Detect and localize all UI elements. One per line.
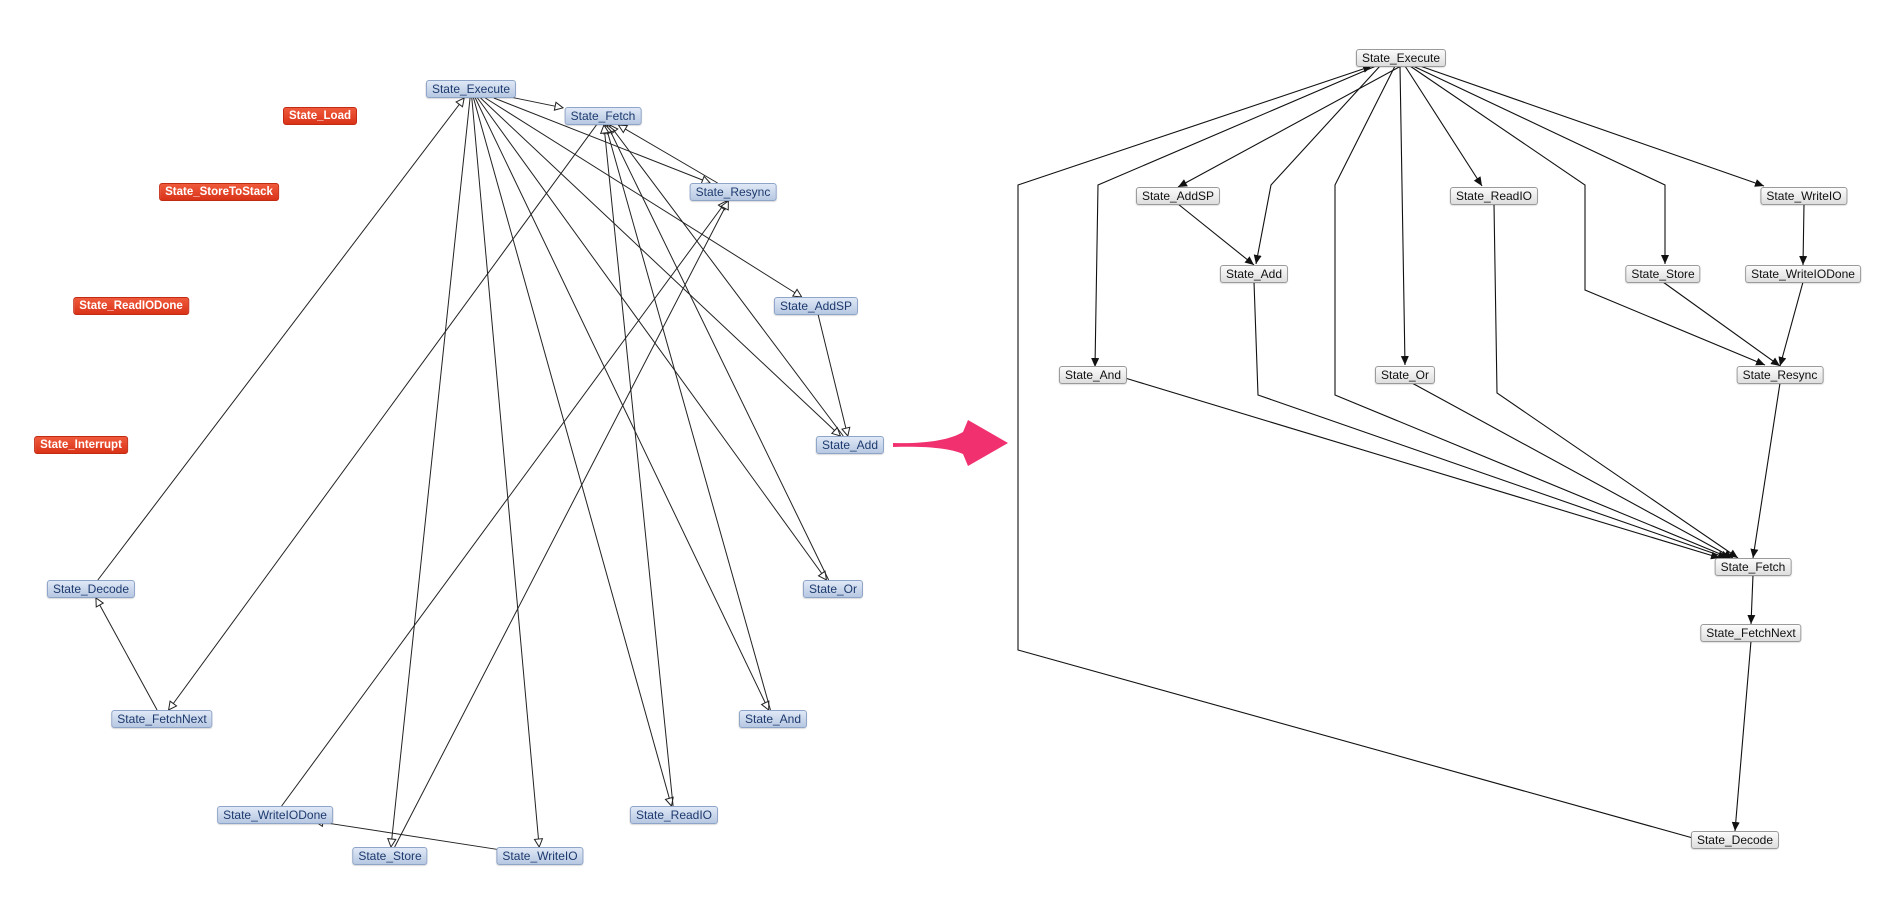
- edge-decode-to-execute: [97, 98, 464, 581]
- edge-execute-to-addsp: [485, 97, 801, 297]
- node-l-decode[interactable]: State_Decode: [46, 580, 136, 598]
- edge-and-to-fetch: [1124, 377, 1721, 560]
- node-l-and[interactable]: State_And: [738, 710, 808, 728]
- edge-add-to-fetch: [610, 125, 844, 437]
- edge-writeio-to-writeiodone: [1799, 203, 1808, 266]
- edge-fetch-to-fetchnext: [1747, 574, 1756, 625]
- edge-execute-to-resync: [493, 97, 710, 183]
- node-l-add[interactable]: State_Add: [815, 436, 885, 454]
- edge-resync-to-fetch: [1750, 382, 1781, 559]
- node-l-readio[interactable]: State_ReadIO: [629, 806, 719, 824]
- edge-addsp-to-add: [1177, 203, 1255, 266]
- edge-execute-to-and: [1091, 65, 1377, 368]
- right-graph-edges: [1017, 65, 1808, 841]
- node-l-writeiodone[interactable]: State_WriteIODone: [217, 806, 333, 824]
- node-r-resync[interactable]: State_Resync: [1736, 366, 1824, 384]
- edge-execute-to-readio: [473, 97, 672, 806]
- node-r-writeiodone[interactable]: State_WriteIODone: [1745, 265, 1861, 283]
- edge-execute-to-readio: [1404, 65, 1483, 187]
- edge-store-to-resync: [394, 201, 729, 848]
- edge-execute-to-add: [1253, 65, 1381, 265]
- edge-execute-to-and: [474, 97, 768, 710]
- left-graph-edges: [96, 96, 848, 851]
- edge-add-to-fetch: [1253, 281, 1728, 559]
- node-r-or[interactable]: State_Or: [1374, 366, 1436, 384]
- edge-store-to-resync: [1662, 281, 1781, 367]
- edge-readio-to-fetch: [1493, 203, 1739, 559]
- node-r-store[interactable]: State_Store: [1625, 265, 1701, 283]
- node-r-readio[interactable]: State_ReadIO: [1449, 187, 1539, 205]
- node-l-fetch[interactable]: State_Fetch: [564, 107, 642, 125]
- edge-fetch-to-fetchnext: [169, 124, 597, 710]
- edge-execute-to-resync: [1409, 65, 1766, 366]
- node-l-load[interactable]: State_Load: [283, 107, 357, 125]
- edge-writeiodone-to-resync: [1778, 281, 1804, 367]
- edge-decode-to-execute: [1017, 65, 1701, 841]
- node-l-store[interactable]: State_Store: [352, 847, 428, 865]
- edge-writeiodone-to-resync: [281, 201, 727, 807]
- node-r-execute[interactable]: State_Execute: [1355, 49, 1447, 67]
- node-l-fetchnext[interactable]: State_FetchNext: [111, 710, 213, 728]
- edge-execute-to-store: [1412, 65, 1669, 264]
- edge-resync-to-fetch: [618, 125, 718, 184]
- edge-fetchnext-to-decode: [1731, 640, 1752, 832]
- edge-execute-to-writeio: [471, 97, 539, 847]
- node-l-storetostack[interactable]: State_StoreToStack: [159, 183, 279, 201]
- edge-readio-to-fetch: [604, 125, 674, 807]
- edge-writeio-to-writeiodone: [315, 821, 501, 851]
- edge-fetchnext-to-decode: [96, 598, 158, 711]
- edge-execute-to-or: [477, 97, 827, 580]
- node-l-or[interactable]: State_Or: [802, 580, 864, 598]
- edge-execute-to-add: [480, 97, 841, 436]
- edge-execute-to-fetch: [1334, 65, 1731, 559]
- node-l-addsp[interactable]: State_AddSP: [773, 297, 859, 315]
- node-l-writeio[interactable]: State_WriteIO: [496, 847, 584, 865]
- edge-addsp-to-add: [817, 314, 848, 436]
- node-r-writeio[interactable]: State_WriteIO: [1760, 187, 1848, 205]
- node-r-addsp[interactable]: State_AddSP: [1135, 187, 1221, 205]
- edge-execute-to-or: [1399, 65, 1409, 366]
- node-r-fetchnext[interactable]: State_FetchNext: [1700, 624, 1802, 642]
- edge-execute-to-store: [391, 97, 471, 847]
- node-r-and[interactable]: State_And: [1058, 366, 1128, 384]
- node-r-fetch[interactable]: State_Fetch: [1714, 558, 1792, 576]
- edge-or-to-fetch: [1411, 382, 1734, 559]
- node-l-resync[interactable]: State_Resync: [689, 183, 777, 201]
- node-l-execute[interactable]: State_Execute: [425, 80, 517, 98]
- node-l-interrupt[interactable]: State_Interrupt: [34, 436, 128, 454]
- node-l-readiodone[interactable]: State_ReadIODone: [73, 297, 189, 315]
- transform-arrow: [893, 420, 1008, 466]
- edge-or-to-fetch: [607, 125, 830, 581]
- edge-and-to-fetch: [606, 125, 771, 711]
- node-r-add[interactable]: State_Add: [1219, 265, 1289, 283]
- node-r-decode[interactable]: State_Decode: [1690, 831, 1780, 849]
- edge-execute-to-fetch: [510, 96, 563, 108]
- edge-execute-to-addsp: [1177, 65, 1402, 188]
- edge-execute-to-writeio: [1419, 65, 1765, 187]
